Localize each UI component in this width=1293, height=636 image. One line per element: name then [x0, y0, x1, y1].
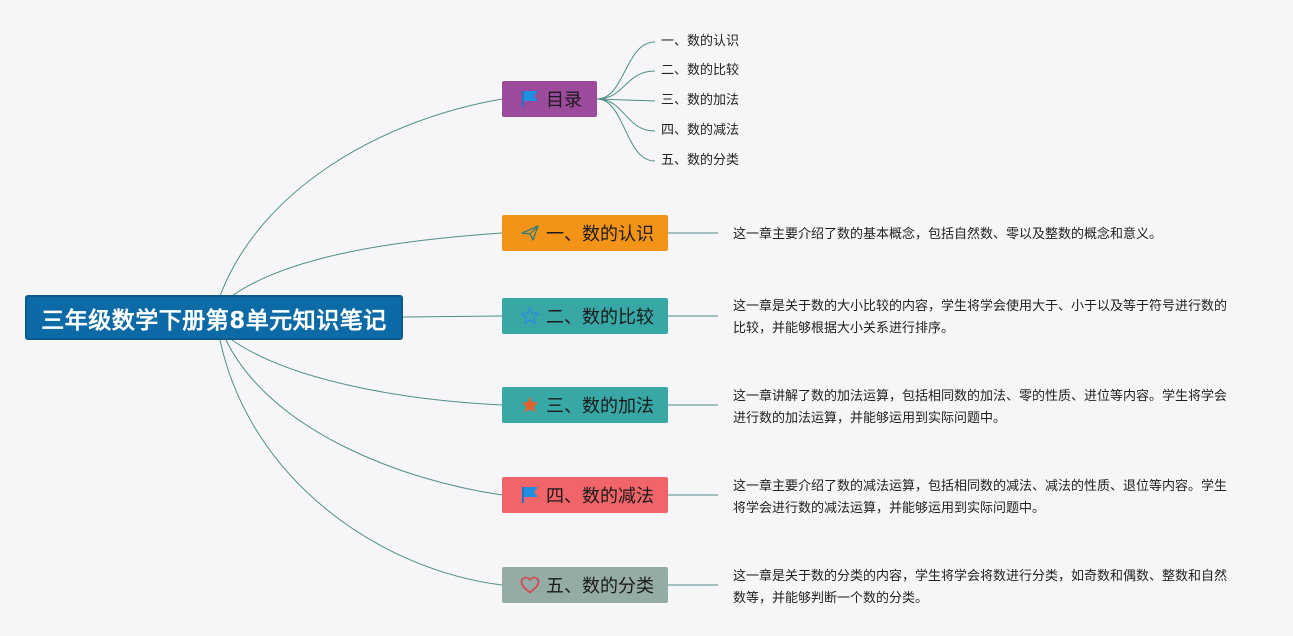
connector-root-branch-4: [225, 339, 503, 496]
toc-item-4[interactable]: 四、数的减法: [661, 123, 740, 138]
branch-topic-2-label: 二、数的比较: [546, 307, 654, 328]
connector-root-branch-1: [231, 232, 503, 297]
branch-desc-4: 这一章主要介绍了数的减法运算，包括相同数的减法、减法的性质、退位等内容。学生将学…: [733, 479, 1228, 516]
connector-toc-leaf-2: [596, 70, 656, 100]
root-topic[interactable]: 三年级数学下册第8单元知识笔记: [25, 295, 403, 340]
branch-topic-5-label: 五、数的分类: [546, 576, 654, 597]
branch-desc-5: 这一章是关于数的分类的内容，学生将学会将数进行分类，如奇数和偶数、整数和自然数等…: [733, 569, 1228, 606]
toc-topic-label: 目录: [546, 90, 582, 111]
connector-root-branch-3: [231, 339, 503, 406]
connector-toc-leaf-1: [596, 41, 656, 100]
flag-icon: [520, 485, 540, 505]
branch-topic-4-label: 四、数的减法: [546, 486, 654, 507]
connector-root-toc: [219, 98, 503, 297]
toc-item-3[interactable]: 三、数的加法: [661, 93, 740, 108]
branch-desc-3: 这一章讲解了数的加法运算，包括相同数的加法、零的性质、进位等内容。学生将学会进行…: [733, 389, 1228, 426]
star-filled-icon: [520, 395, 540, 415]
connector-toc-leaf-4: [596, 98, 656, 132]
connector-toc-leaf-5: [596, 98, 656, 162]
branch-topic-3[interactable]: 三、数的加法: [502, 387, 668, 423]
root-topic-label: 三年级数学下册第8单元知识笔记: [41, 307, 387, 334]
paper-plane-icon: [520, 223, 540, 243]
toc-item-1[interactable]: 一、数的认识: [661, 34, 740, 49]
connector-root-branch-2: [402, 315, 503, 318]
branch-topic-2[interactable]: 二、数的比较: [502, 298, 668, 334]
branch-topic-5[interactable]: 五、数的分类: [502, 567, 668, 603]
branch-desc-1: 这一章主要介绍了数的基本概念，包括自然数、零以及整数的概念和意义。: [733, 227, 1163, 242]
star-outline-icon: [520, 306, 540, 326]
toc-item-2[interactable]: 二、数的比较: [661, 63, 740, 78]
connector-root-branch-5: [219, 339, 503, 586]
branch-topic-4[interactable]: 四、数的减法: [502, 477, 668, 513]
toc-topic[interactable]: 目录: [502, 81, 597, 117]
branch-topic-3-label: 三、数的加法: [546, 396, 654, 417]
connector-toc-leaf-3: [596, 98, 656, 102]
branch-topic-1-label: 一、数的认识: [546, 224, 654, 245]
flag-icon: [520, 89, 540, 109]
branch-topic-1[interactable]: 一、数的认识: [502, 215, 668, 251]
heart-icon: [520, 575, 540, 595]
toc-item-5[interactable]: 五、数的分类: [661, 153, 740, 168]
branch-desc-2: 这一章是关于数的大小比较的内容，学生将学会使用大于、小于以及等于符号进行数的比较…: [733, 299, 1228, 336]
